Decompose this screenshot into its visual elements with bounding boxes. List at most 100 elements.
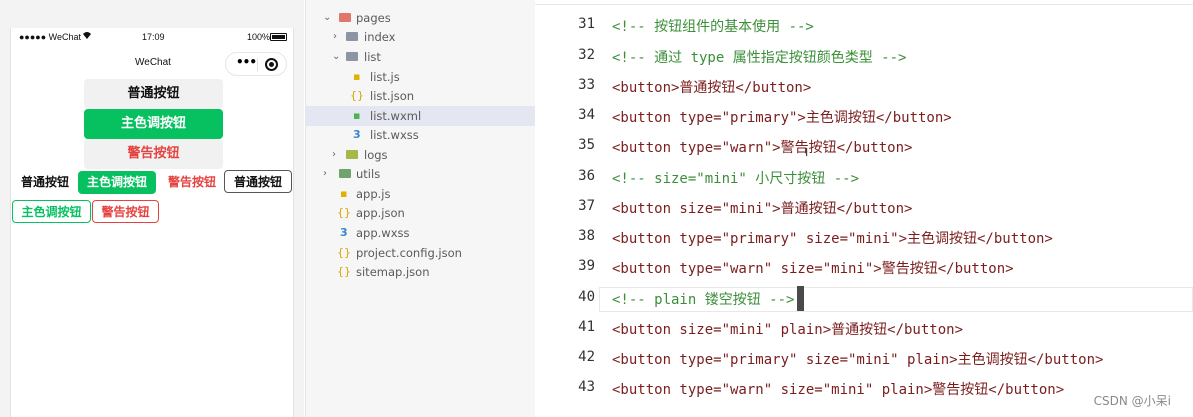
tree-folder-list[interactable]: ⌄ list xyxy=(306,47,536,67)
primary-mini-button[interactable]: 主色调按钮 xyxy=(78,171,156,194)
js-file-icon: ▪ xyxy=(353,70,361,83)
line-number: 43 xyxy=(578,379,595,395)
tree-item-label: utils xyxy=(356,167,381,181)
tree-item-label: list.wxss xyxy=(370,128,419,142)
code-line[interactable]: <!-- plain 镂空按钮 --> xyxy=(612,292,795,308)
watermark: CSDN @小呆i xyxy=(1093,394,1171,408)
chevron-right-icon: › xyxy=(332,149,336,160)
code-line[interactable]: <!-- 通过 type 属性指定按钮颜色类型 --> xyxy=(612,47,906,67)
tree-file-list-wxss[interactable]: 3 list.wxss xyxy=(306,125,536,145)
folder-icon xyxy=(339,169,351,178)
code-line[interactable]: <!-- 按钮组件的基本使用 --> xyxy=(612,16,814,36)
capsule-menu[interactable]: ••• xyxy=(225,52,287,76)
carrier-label: ●●●●● WeChat xyxy=(19,32,82,42)
chevron-down-icon: ⌄ xyxy=(323,12,332,23)
tree-file-app-wxss[interactable]: 3 app.wxss xyxy=(306,223,536,243)
tree-file-app-js[interactable]: ▪ app.js xyxy=(306,184,536,204)
tree-folder-logs[interactable]: › logs xyxy=(306,145,536,165)
chevron-right-icon: › xyxy=(323,168,327,179)
tree-item-label: list.js xyxy=(370,70,400,84)
tree-file-app-json[interactable]: {} app.json xyxy=(306,203,536,223)
ibeam-cursor-icon: I xyxy=(805,146,809,159)
code-line[interactable]: <!-- size="mini" 小尺寸按钮 --> xyxy=(612,171,860,187)
code-line[interactable]: <button type="primary">主色调按钮</button> xyxy=(612,110,952,126)
warn-mini-button[interactable]: 警告按钮 xyxy=(161,171,223,194)
code-text: <!-- 通过 type 属性指定按钮颜色类型 --> xyxy=(612,50,907,66)
code-line[interactable]: <button>普通按钮</button> xyxy=(612,80,812,96)
code-line[interactable]: <button type="warn">警告按钮</button> xyxy=(612,140,913,156)
code-line[interactable]: <button size="mini">普通按钮</button> xyxy=(612,201,913,217)
line-number: 38 xyxy=(578,228,595,244)
tree-folder-index[interactable]: › index xyxy=(306,27,536,47)
line-number: 36 xyxy=(578,168,595,184)
tree-folder-pages[interactable]: ⌄ pages xyxy=(306,8,536,28)
tree-item-label: app.wxss xyxy=(356,226,410,240)
tree-file-list-json[interactable]: {} list.json xyxy=(306,86,536,106)
tree-item-label: list.json xyxy=(370,89,415,103)
wxml-file-icon: ▪ xyxy=(353,109,361,122)
close-target-icon[interactable] xyxy=(265,58,278,71)
line-number: 39 xyxy=(578,258,595,274)
folder-icon xyxy=(346,32,358,41)
code-line[interactable]: <button size="mini" plain>普通按钮</button> xyxy=(612,322,964,338)
tree-item-label: sitemap.json xyxy=(356,265,430,279)
tree-item-label: project.config.json xyxy=(356,246,462,260)
code-line[interactable]: <button type="warn" size="mini" plain>警告… xyxy=(612,382,1065,398)
tree-file-project-config[interactable]: {} project.config.json xyxy=(306,243,536,263)
more-icon[interactable]: ••• xyxy=(236,55,257,69)
tree-item-label: pages xyxy=(356,11,391,25)
chevron-down-icon: ⌄ xyxy=(332,51,341,62)
editor-top-border xyxy=(535,4,1193,5)
battery-label: 100% xyxy=(247,32,271,42)
default-mini-button[interactable]: 普通按钮 xyxy=(13,171,77,194)
tree-item-label: list.wxml xyxy=(370,109,422,123)
warn-plain-mini-button[interactable]: 警告按钮 xyxy=(92,200,159,223)
code-text: <!-- 按钮组件的基本使用 --> xyxy=(612,19,814,35)
default-button[interactable]: 普通按钮 xyxy=(84,79,223,109)
primary-plain-mini-button[interactable]: 主色调按钮 xyxy=(12,200,91,223)
tree-item-label: list xyxy=(364,50,381,64)
folder-icon xyxy=(346,150,358,159)
code-line[interactable]: <button type="primary" size="mini">主色调按钮… xyxy=(612,231,1053,247)
warn-button[interactable]: 警告按钮 xyxy=(84,139,223,169)
wifi-icon xyxy=(82,31,92,42)
default-plain-mini-button[interactable]: 普通按钮 xyxy=(224,170,292,193)
line-number: 35 xyxy=(578,137,595,153)
tree-file-list-wxml[interactable]: ▪ list.wxml xyxy=(306,106,536,126)
code-line[interactable]: <button type="primary" size="mini" plain… xyxy=(612,352,1104,368)
json-file-icon: {} xyxy=(350,89,364,102)
json-file-icon: {} xyxy=(337,246,351,259)
line-number: 41 xyxy=(578,319,595,335)
line-number: 32 xyxy=(578,47,595,63)
chevron-right-icon: › xyxy=(333,31,337,42)
tree-folder-utils[interactable]: › utils xyxy=(306,164,536,184)
battery-icon xyxy=(270,33,287,41)
tree-file-sitemap[interactable]: {} sitemap.json xyxy=(306,262,536,282)
line-number: 33 xyxy=(578,77,595,93)
simulator-panel: ●●●●● WeChat 17:09 100% WeChat ••• 普通按钮 … xyxy=(0,0,304,417)
phone-screen: ●●●●● WeChat 17:09 100% WeChat ••• 普通按钮 … xyxy=(10,28,294,417)
tree-item-label: index xyxy=(364,30,396,44)
nav-title: WeChat xyxy=(135,57,171,68)
line-number: 37 xyxy=(578,198,595,214)
folder-open-icon xyxy=(346,52,358,61)
folder-open-icon xyxy=(339,13,351,22)
line-number: 42 xyxy=(578,349,595,365)
json-file-icon: {} xyxy=(337,265,351,278)
tree-item-label: logs xyxy=(364,148,388,162)
json-file-icon: {} xyxy=(337,206,351,219)
wxss-file-icon: 3 xyxy=(353,128,361,141)
tree-file-list-js[interactable]: ▪ list.js xyxy=(306,67,536,87)
file-explorer: ⌄ pages › index ⌄ list ▪ list.js {} list… xyxy=(305,0,536,417)
line-number: 31 xyxy=(578,16,595,32)
code-line[interactable]: <button type="warn" size="mini">警告按钮</bu… xyxy=(612,261,1014,277)
line-number: 34 xyxy=(578,107,595,123)
tree-item-label: app.js xyxy=(356,187,391,201)
code-editor[interactable]: 31 <!-- 按钮组件的基本使用 --> 32 <!-- 通过 type 属性… xyxy=(535,0,1193,417)
wxss-file-icon: 3 xyxy=(340,226,348,239)
capsule-divider xyxy=(257,58,258,71)
line-number: 40 xyxy=(578,289,595,305)
primary-button[interactable]: 主色调按钮 xyxy=(84,109,223,139)
status-time: 17:09 xyxy=(142,32,165,42)
